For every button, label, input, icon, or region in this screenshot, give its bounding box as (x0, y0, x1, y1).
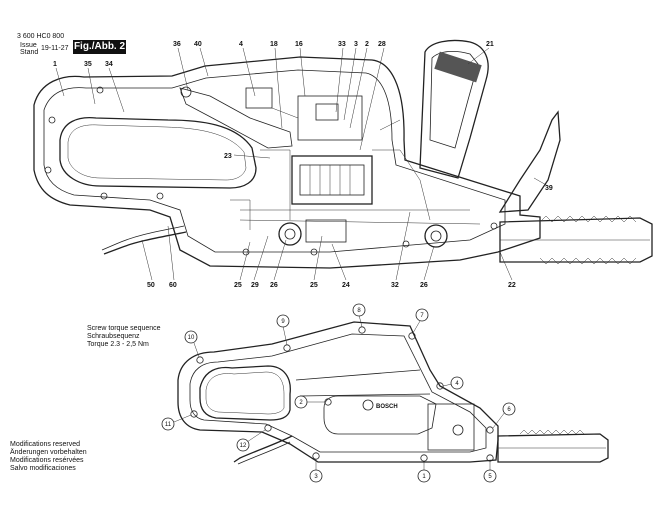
seq-2: 2 (299, 400, 303, 406)
seq-11: 11 (165, 422, 172, 428)
bosch-logo-icon (362, 399, 374, 411)
side-power-cord (233, 435, 293, 463)
seq-4: 4 (455, 381, 459, 387)
callout-39: 39 (545, 185, 553, 192)
torque-note-line1: Screw torque sequence (87, 325, 161, 332)
power-cord (103, 231, 187, 255)
gear-wheel-right (424, 224, 448, 248)
callout-50: 50 (147, 282, 155, 289)
callout-22: 22 (508, 282, 516, 289)
handle-opening-inner (67, 124, 247, 181)
seq-5: 5 (488, 474, 492, 480)
callout-32: 32 (391, 282, 399, 289)
seq-8: 8 (357, 308, 361, 314)
capacitor (315, 103, 339, 121)
callout-1: 1 (53, 61, 57, 68)
issue-label: Issue (20, 42, 37, 49)
front-guard (419, 39, 489, 179)
internal-structure (230, 107, 481, 230)
callout-3: 3 (354, 41, 358, 48)
seq-1: 1 (422, 474, 426, 480)
side-blade (497, 433, 609, 463)
housing-outline (33, 56, 541, 269)
switch-lever (179, 87, 293, 149)
figure-label: Fig./Abb. 2 (73, 40, 126, 54)
modifications-line3: Modifications resérvées (10, 457, 84, 464)
switch-module (245, 87, 273, 109)
seq-12: 12 (240, 443, 247, 449)
gear-housing (305, 219, 347, 243)
callout-2: 2 (365, 41, 369, 48)
modifications-line2: Änderungen vorbehalten (10, 449, 87, 456)
seq-3: 3 (314, 474, 318, 480)
screw-markers (190, 326, 494, 462)
callout-24: 24 (342, 282, 350, 289)
housing-screws (44, 86, 498, 256)
motor-inner (299, 164, 365, 196)
callout-29: 29 (251, 282, 259, 289)
callout-4: 4 (239, 41, 243, 48)
sequence-circles (161, 303, 516, 483)
front-block (427, 403, 475, 451)
stand-label: Stand (20, 49, 39, 56)
brand-mark: BOSCH (376, 404, 398, 410)
issue-date: 19-11-27 (41, 45, 69, 52)
brand-plate (323, 395, 437, 435)
blade-teeth (539, 215, 637, 265)
callout-34: 34 (105, 61, 113, 68)
callout-35: 35 (84, 61, 92, 68)
callout-23: 23 (224, 153, 232, 160)
blade (499, 217, 653, 263)
torque-note-line2: Schraubsequenz (87, 333, 140, 340)
callout-26a: 26 (270, 282, 278, 289)
callout-25a: 25 (234, 282, 242, 289)
torque-note-line3: Torque 2.3 - 2,5 Nm (87, 341, 149, 348)
seq-7: 7 (420, 313, 424, 319)
callout-28: 28 (378, 41, 386, 48)
callout-26b: 26 (420, 282, 428, 289)
seq-9: 9 (281, 319, 285, 325)
gear-wheel-left (278, 222, 302, 246)
side-handle-opening (199, 365, 291, 421)
callout-36: 36 (173, 41, 181, 48)
seq-10: 10 (188, 335, 195, 341)
seq-6: 6 (507, 407, 511, 413)
blade-shield (498, 110, 561, 213)
handle-opening (59, 116, 257, 189)
front-guard-inner (429, 50, 479, 149)
callout-21: 21 (486, 41, 494, 48)
callout-33: 33 (338, 41, 346, 48)
guard-grip-texture (434, 51, 482, 83)
electronics-module (297, 95, 363, 141)
callout-25b: 25 (310, 282, 318, 289)
doc-number: 3 600 HC0 800 (17, 33, 65, 40)
callout-60: 60 (169, 282, 177, 289)
housing-side-inner (189, 333, 487, 453)
housing-inner-outline (43, 69, 506, 253)
housing-rib (295, 369, 431, 397)
motor-block (291, 155, 373, 205)
housing-side-outline (177, 321, 499, 463)
callout-40: 40 (194, 41, 202, 48)
modifications-line1: Modifications reserved (10, 441, 81, 448)
modifications-line4: Salvo modificaciones (10, 465, 76, 472)
callout-16: 16 (295, 41, 303, 48)
callout-18: 18 (270, 41, 278, 48)
